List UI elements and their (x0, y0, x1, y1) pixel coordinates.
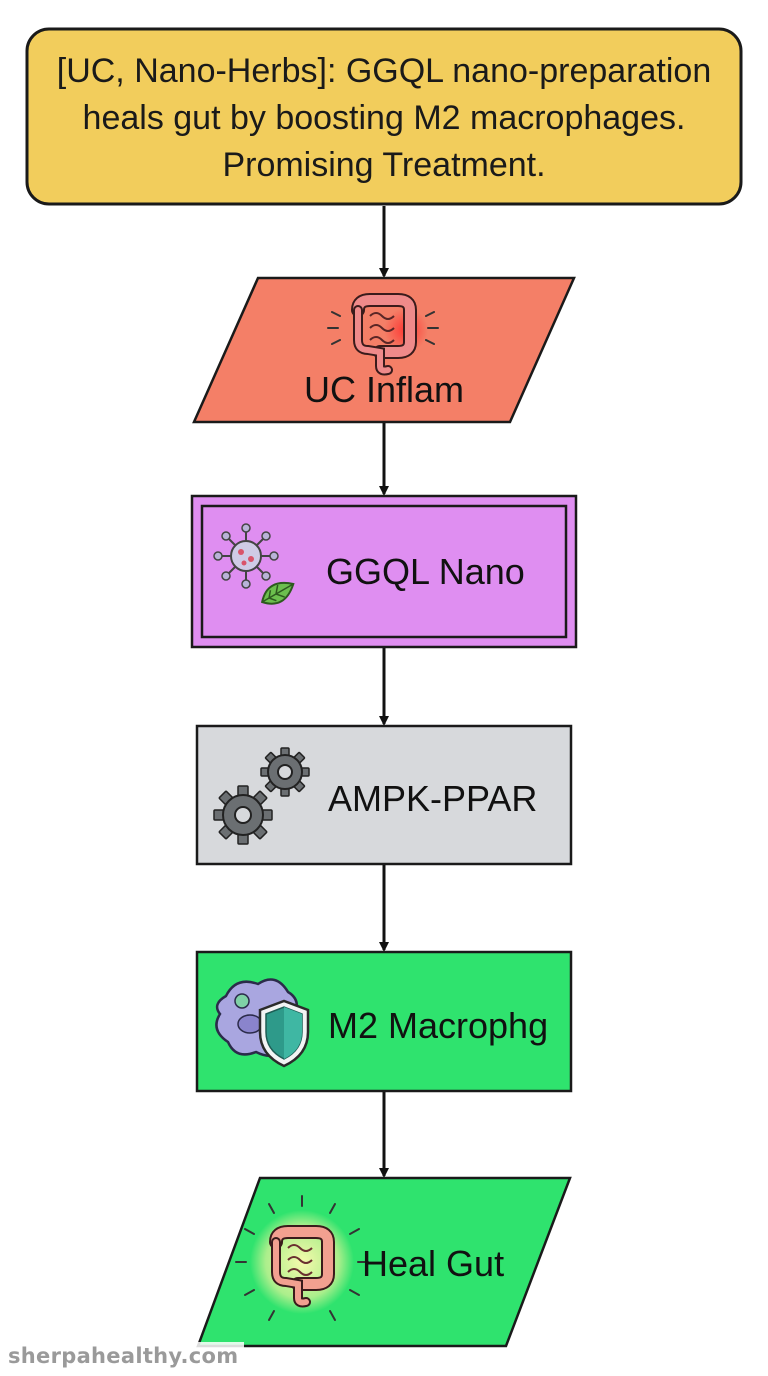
diagram-title: [UC, Nano-Herbs]: GGQL nano-preparation … (56, 52, 712, 184)
inflamed-intestine-icon (327, 293, 439, 376)
title-box (25, 27, 743, 206)
nanoparticle-leaf-icon (213, 523, 295, 605)
watermark: sherpahealthy.com (4, 1342, 245, 1372)
gears-icon (213, 747, 310, 845)
nano-node (190, 494, 578, 649)
macrophage-shield-icon (215, 978, 310, 1068)
heal-label: Heal Gut (362, 1243, 505, 1284)
m2-label: M2 Macrophg (328, 1005, 549, 1046)
pathway-label: AMPK-PPAR (328, 778, 538, 819)
inflam-label: UC Inflam (303, 369, 465, 410)
healthy-intestine-icon (235, 1195, 369, 1321)
nano-label: GGQL Nano (326, 551, 525, 592)
